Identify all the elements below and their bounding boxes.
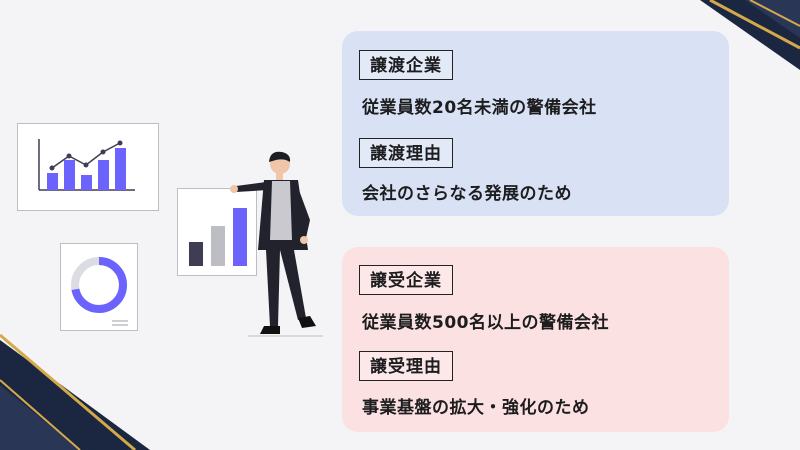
corner-decoration-top-right <box>650 0 800 70</box>
buyer-reason-label: 譲受理由 <box>359 351 453 381</box>
buyer-company: 従業員数500名以上の警備会社 <box>362 313 609 333</box>
line-bar-chart-icon <box>17 123 159 215</box>
bar-chart-board-icon <box>177 188 257 280</box>
seller-card: 譲渡企業 従業員数20名未満の警備会社 譲渡理由 会社のさらなる発展のため <box>342 31 729 216</box>
donut-chart-icon <box>60 243 138 335</box>
businessman-icon <box>228 150 323 344</box>
buyer-reason: 事業基盤の拡大・強化のため <box>362 398 590 418</box>
seller-label: 譲渡企業 <box>359 50 453 80</box>
seller-company: 従業員数20名未満の警備会社 <box>362 98 597 118</box>
seller-reason-label: 譲渡理由 <box>359 138 453 168</box>
buyer-label: 譲受企業 <box>359 265 453 295</box>
seller-reason: 会社のさらなる発展のため <box>362 184 572 204</box>
corner-decoration-bottom-left <box>0 310 160 450</box>
buyer-card: 譲受企業 従業員数500名以上の警備会社 譲受理由 事業基盤の拡大・強化のため <box>342 247 729 432</box>
